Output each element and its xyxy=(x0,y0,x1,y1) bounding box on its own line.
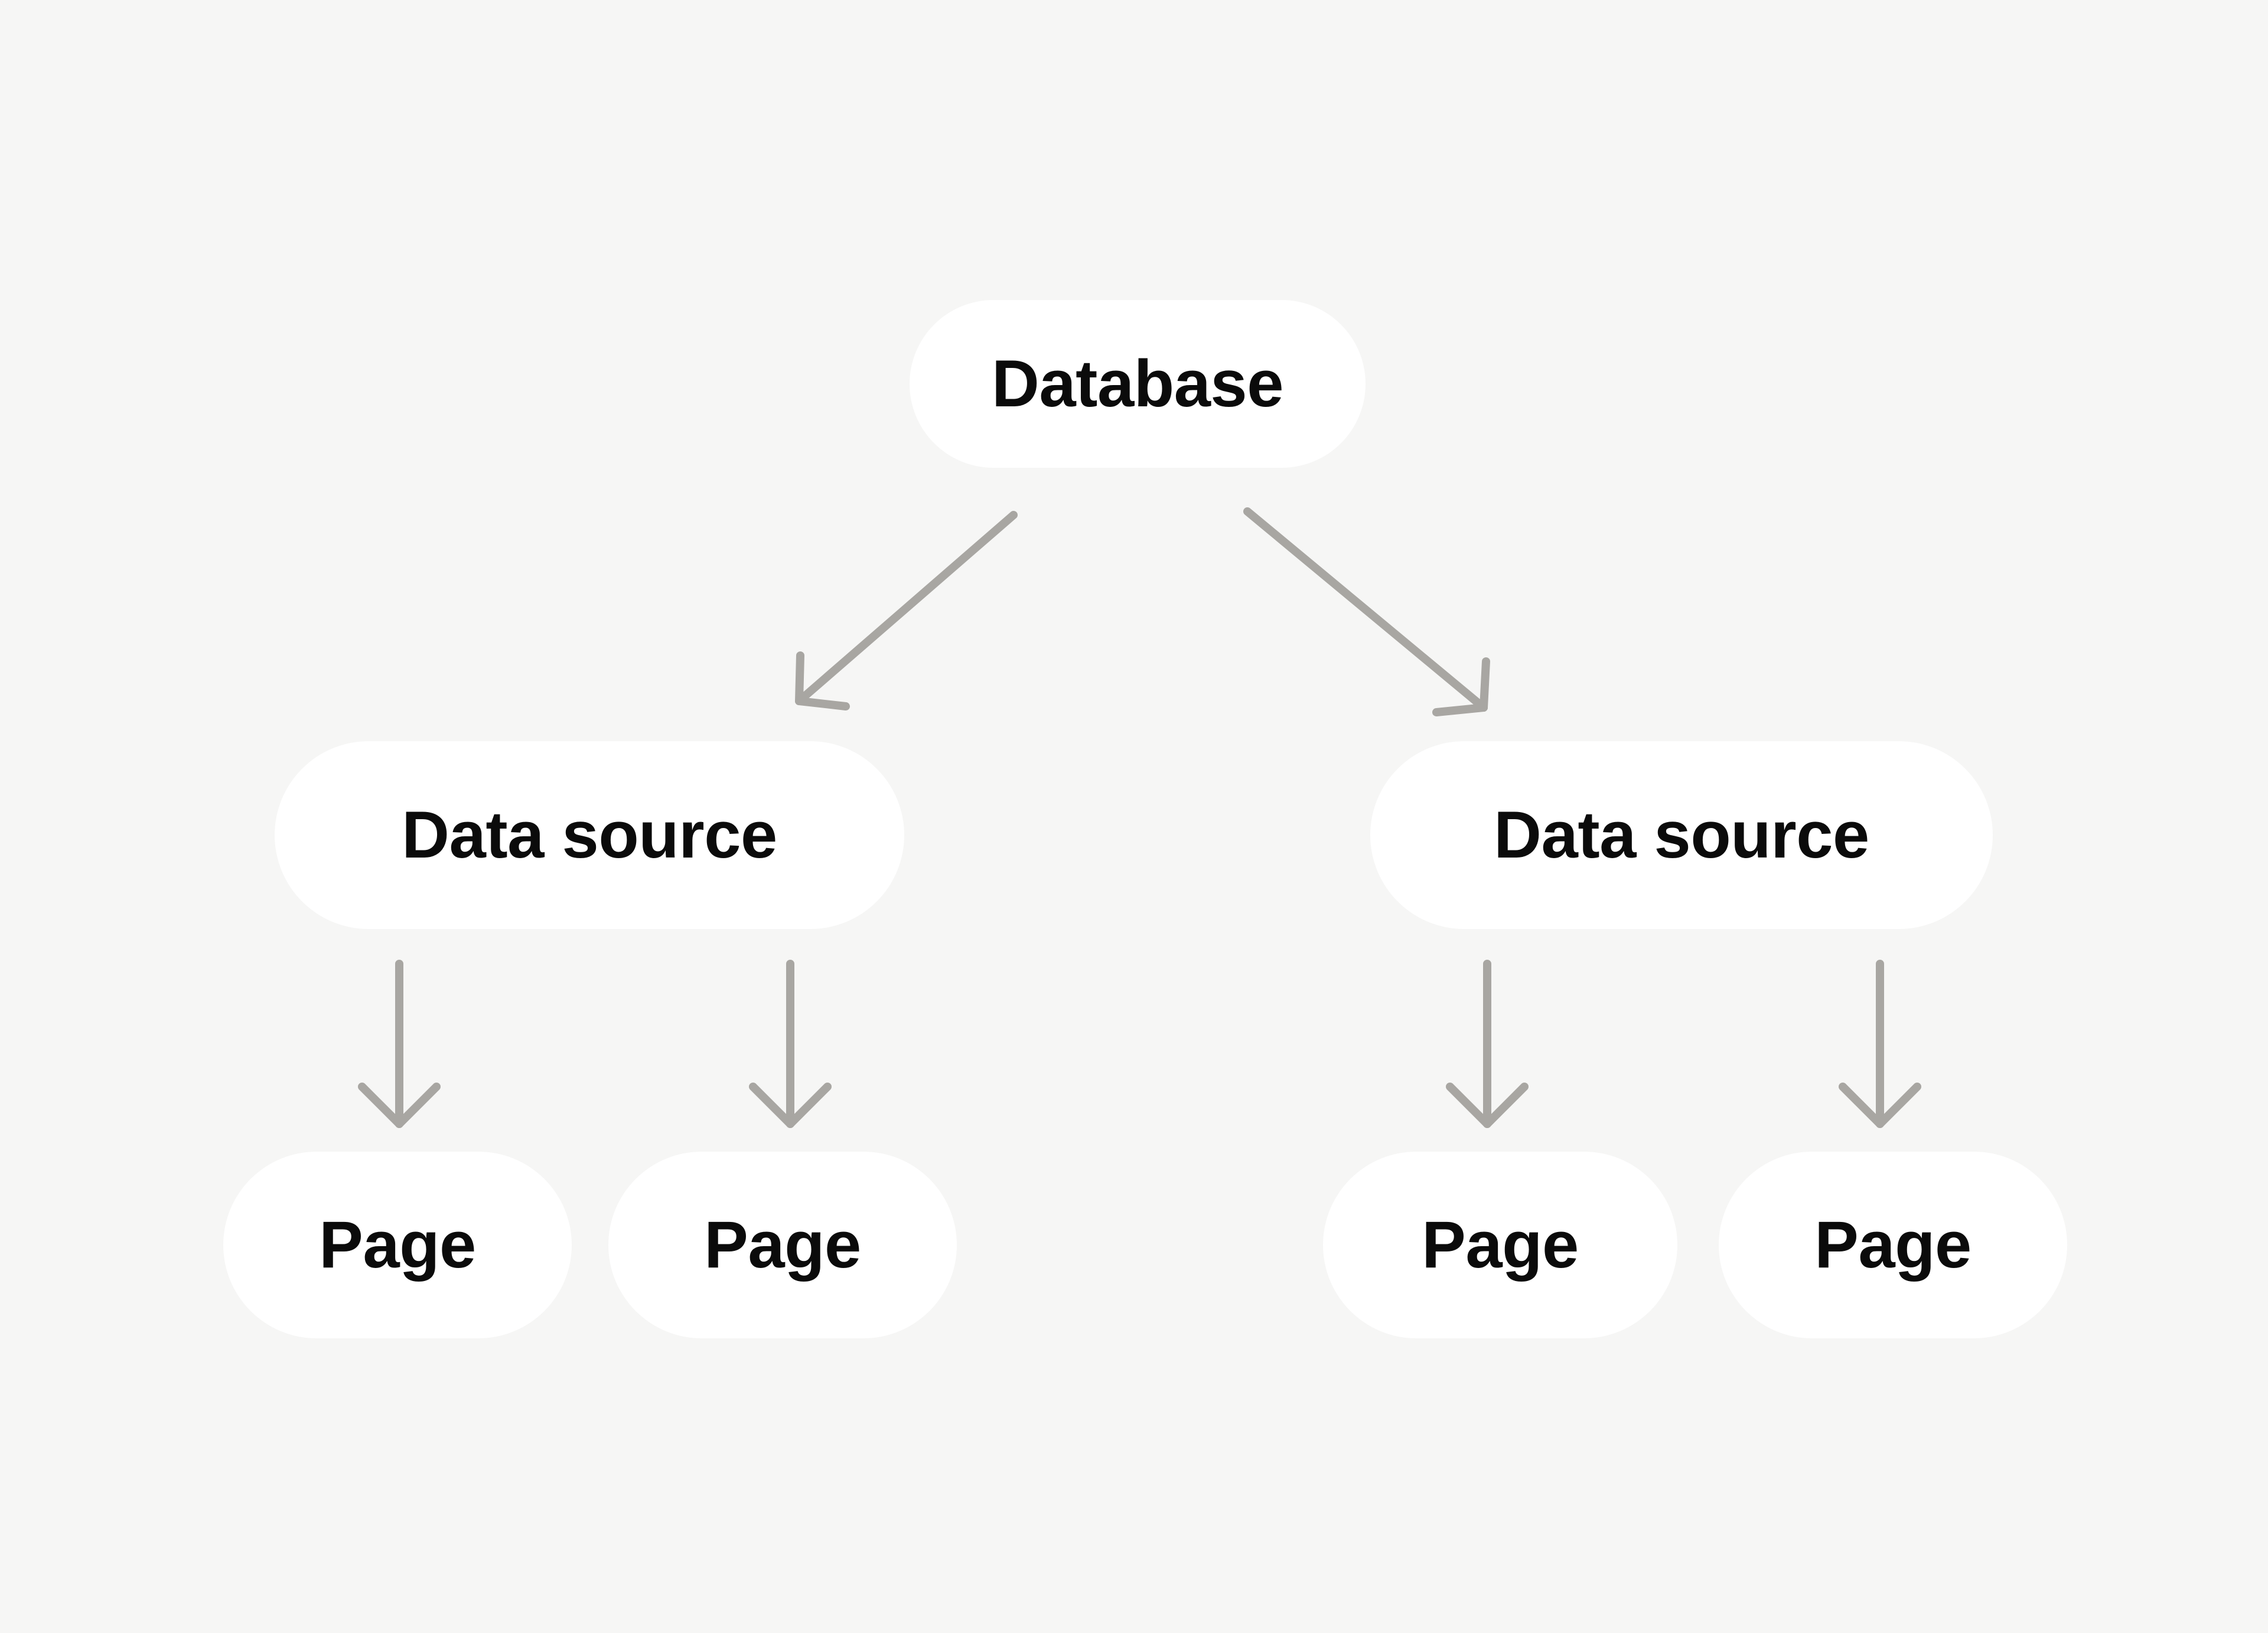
node-data-source-1-label: Data source xyxy=(402,798,777,872)
node-page-1[interactable]: Page xyxy=(223,1152,572,1338)
edge-datasource-1-to-page-2 xyxy=(1446,960,1529,1128)
arrowhead-stroke-a xyxy=(795,651,804,705)
arrowhead-stroke-b xyxy=(795,697,850,710)
arrowhead-stroke-b xyxy=(1876,1083,1921,1128)
node-database[interactable]: Database xyxy=(910,300,1366,468)
arrowhead-stroke-b xyxy=(1483,1083,1529,1128)
arrowhead-stroke-a xyxy=(1480,657,1490,712)
node-data-source-2-label: Data source xyxy=(1494,798,1869,872)
arrowhead-stroke-a xyxy=(358,1083,403,1128)
arrowhead-stroke-a xyxy=(749,1083,794,1128)
node-data-source-2[interactable]: Data source xyxy=(1370,741,1993,929)
edge-datasource-0-to-page-1 xyxy=(749,960,832,1128)
edge-database-to-datasource-0 xyxy=(795,511,1018,710)
node-page-2[interactable]: Page xyxy=(608,1152,957,1338)
edge-line xyxy=(795,511,1018,705)
node-page-4[interactable]: Page xyxy=(1719,1152,2067,1338)
arrowhead-stroke-a xyxy=(1446,1083,1491,1128)
node-database-label: Database xyxy=(991,347,1284,421)
edge-datasource-0-to-page-0 xyxy=(358,960,441,1128)
arrowhead-stroke-b xyxy=(786,1083,832,1128)
edge-line xyxy=(1243,507,1488,712)
node-page-3[interactable]: Page xyxy=(1323,1152,1677,1338)
arrowhead-stroke-b xyxy=(1432,703,1488,716)
node-page-4-label: Page xyxy=(1814,1208,1972,1282)
arrowhead-stroke-b xyxy=(395,1083,441,1128)
node-page-3-label: Page xyxy=(1422,1208,1579,1282)
node-page-2-label: Page xyxy=(704,1208,861,1282)
edge-database-to-datasource-1 xyxy=(1243,507,1490,716)
node-data-source-1[interactable]: Data source xyxy=(275,741,904,929)
arrowhead-stroke-a xyxy=(1839,1083,1884,1128)
node-page-1-label: Page xyxy=(319,1208,476,1282)
edge-datasource-1-to-page-3 xyxy=(1839,960,1921,1128)
